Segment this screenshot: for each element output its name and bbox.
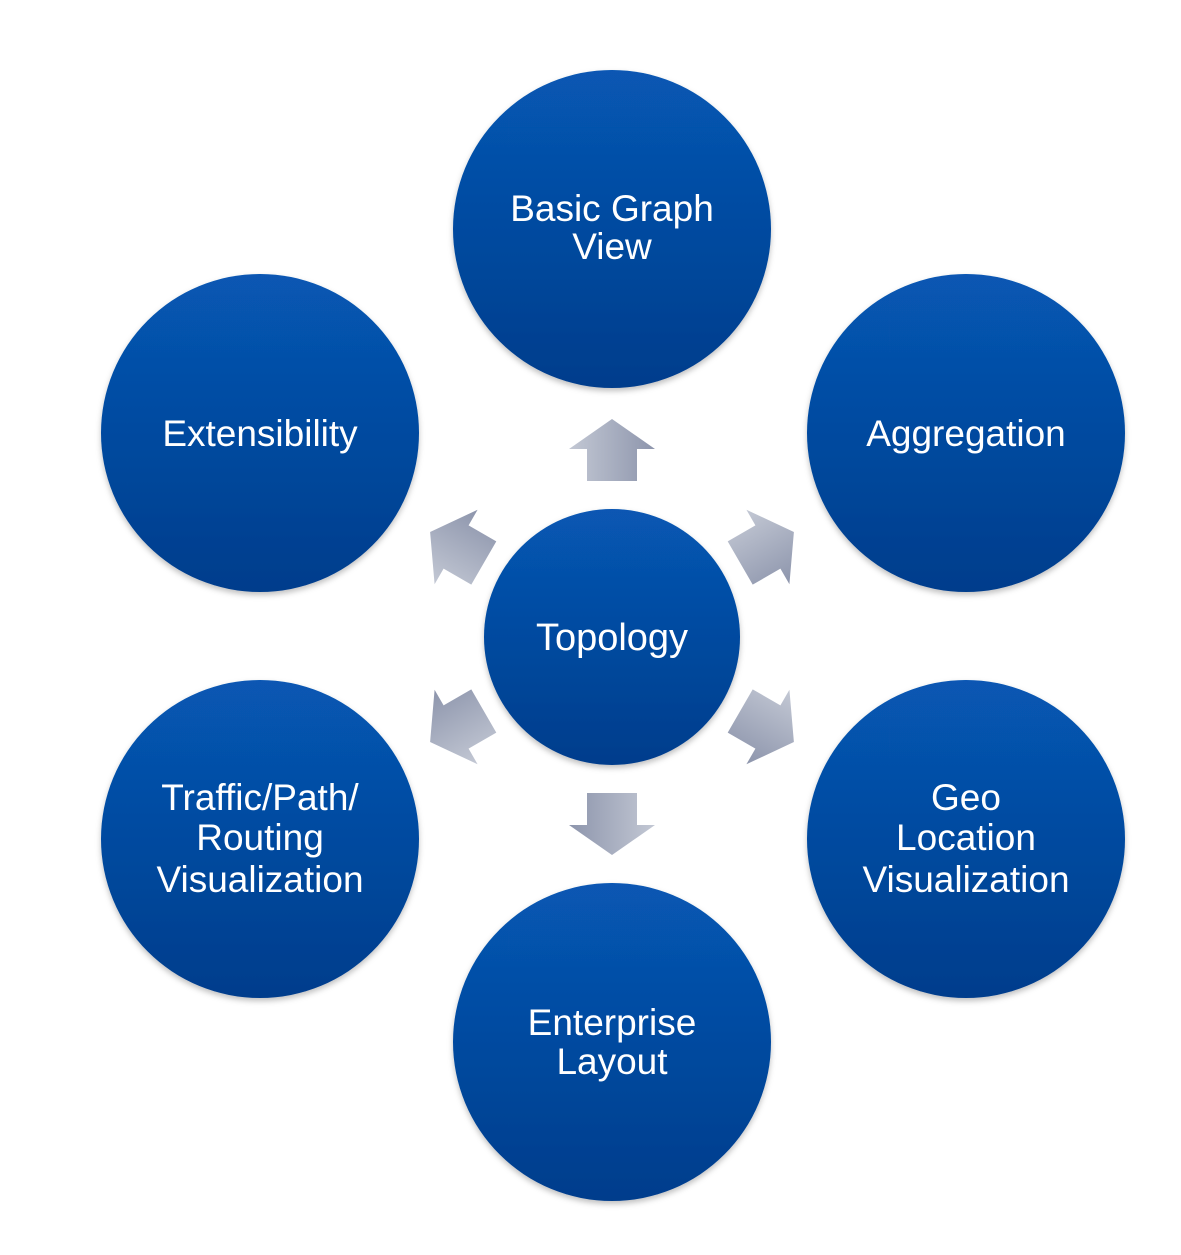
arrow-to-geo-location-icon <box>727 689 794 765</box>
node-geo-location-label-2: Location <box>896 817 1036 858</box>
node-aggregation: Aggregation <box>807 274 1125 592</box>
node-basic-graph-view-label-2: View <box>572 226 652 267</box>
node-enterprise-layout-label-2: Layout <box>556 1041 668 1082</box>
node-basic-graph-view-label-1: Basic Graph <box>510 188 714 229</box>
node-geo-location-label-1: Geo <box>931 777 1001 818</box>
node-aggregation-circle <box>807 274 1125 592</box>
node-extensibility-label-1: Extensibility <box>162 413 358 454</box>
node-aggregation-label-1: Aggregation <box>866 413 1066 454</box>
arrow-to-aggregation-icon <box>727 509 794 585</box>
node-topology-center: Topology <box>484 509 740 765</box>
node-geo-location-visualization: Geo Location Visualization <box>807 680 1125 998</box>
node-topology-circle <box>484 509 740 765</box>
arrows-group <box>430 419 794 855</box>
arrow-to-traffic-path-icon <box>430 689 497 765</box>
node-traffic-path-routing-label-3: Visualization <box>156 859 363 900</box>
node-enterprise-layout-label-1: Enterprise <box>528 1002 697 1043</box>
node-extensibility-circle <box>101 274 419 592</box>
node-traffic-path-routing-circle <box>101 680 419 998</box>
node-traffic-path-routing-label-1: Traffic/Path/ <box>161 777 359 818</box>
node-extensibility: Extensibility <box>101 274 419 592</box>
node-traffic-path-routing-label-2: Routing <box>196 817 324 858</box>
arrow-to-extensibility-icon <box>430 509 497 585</box>
node-topology-label: Topology <box>536 617 688 659</box>
node-traffic-path-routing-visualization: Traffic/Path/ Routing Visualization <box>101 680 419 998</box>
node-geo-location-visualization-circle <box>807 680 1125 998</box>
node-enterprise-layout: Enterprise Layout <box>453 883 771 1201</box>
arrow-to-basic-graph-view-icon <box>569 419 655 481</box>
node-basic-graph-view-circle <box>453 70 771 388</box>
node-basic-graph-view: Basic Graph View <box>453 70 771 388</box>
arrow-to-enterprise-layout-icon <box>569 793 655 855</box>
node-enterprise-layout-circle <box>453 883 771 1201</box>
node-geo-location-label-3: Visualization <box>862 859 1069 900</box>
